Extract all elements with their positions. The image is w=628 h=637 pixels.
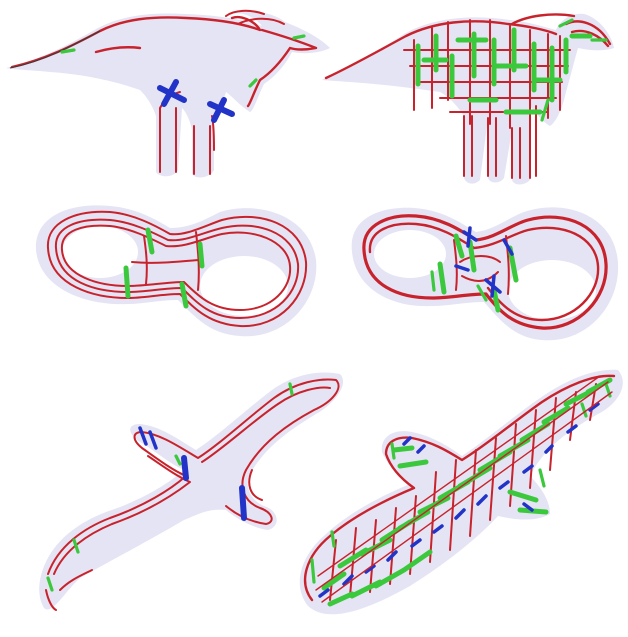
double-torus-dense-hole-right — [508, 260, 596, 320]
double-torus-hole-right — [200, 256, 288, 316]
bird-blue-mark — [184, 458, 186, 478]
dinosaur-green-mark — [62, 50, 74, 52]
double-torus-dense-hole-left — [374, 230, 446, 278]
